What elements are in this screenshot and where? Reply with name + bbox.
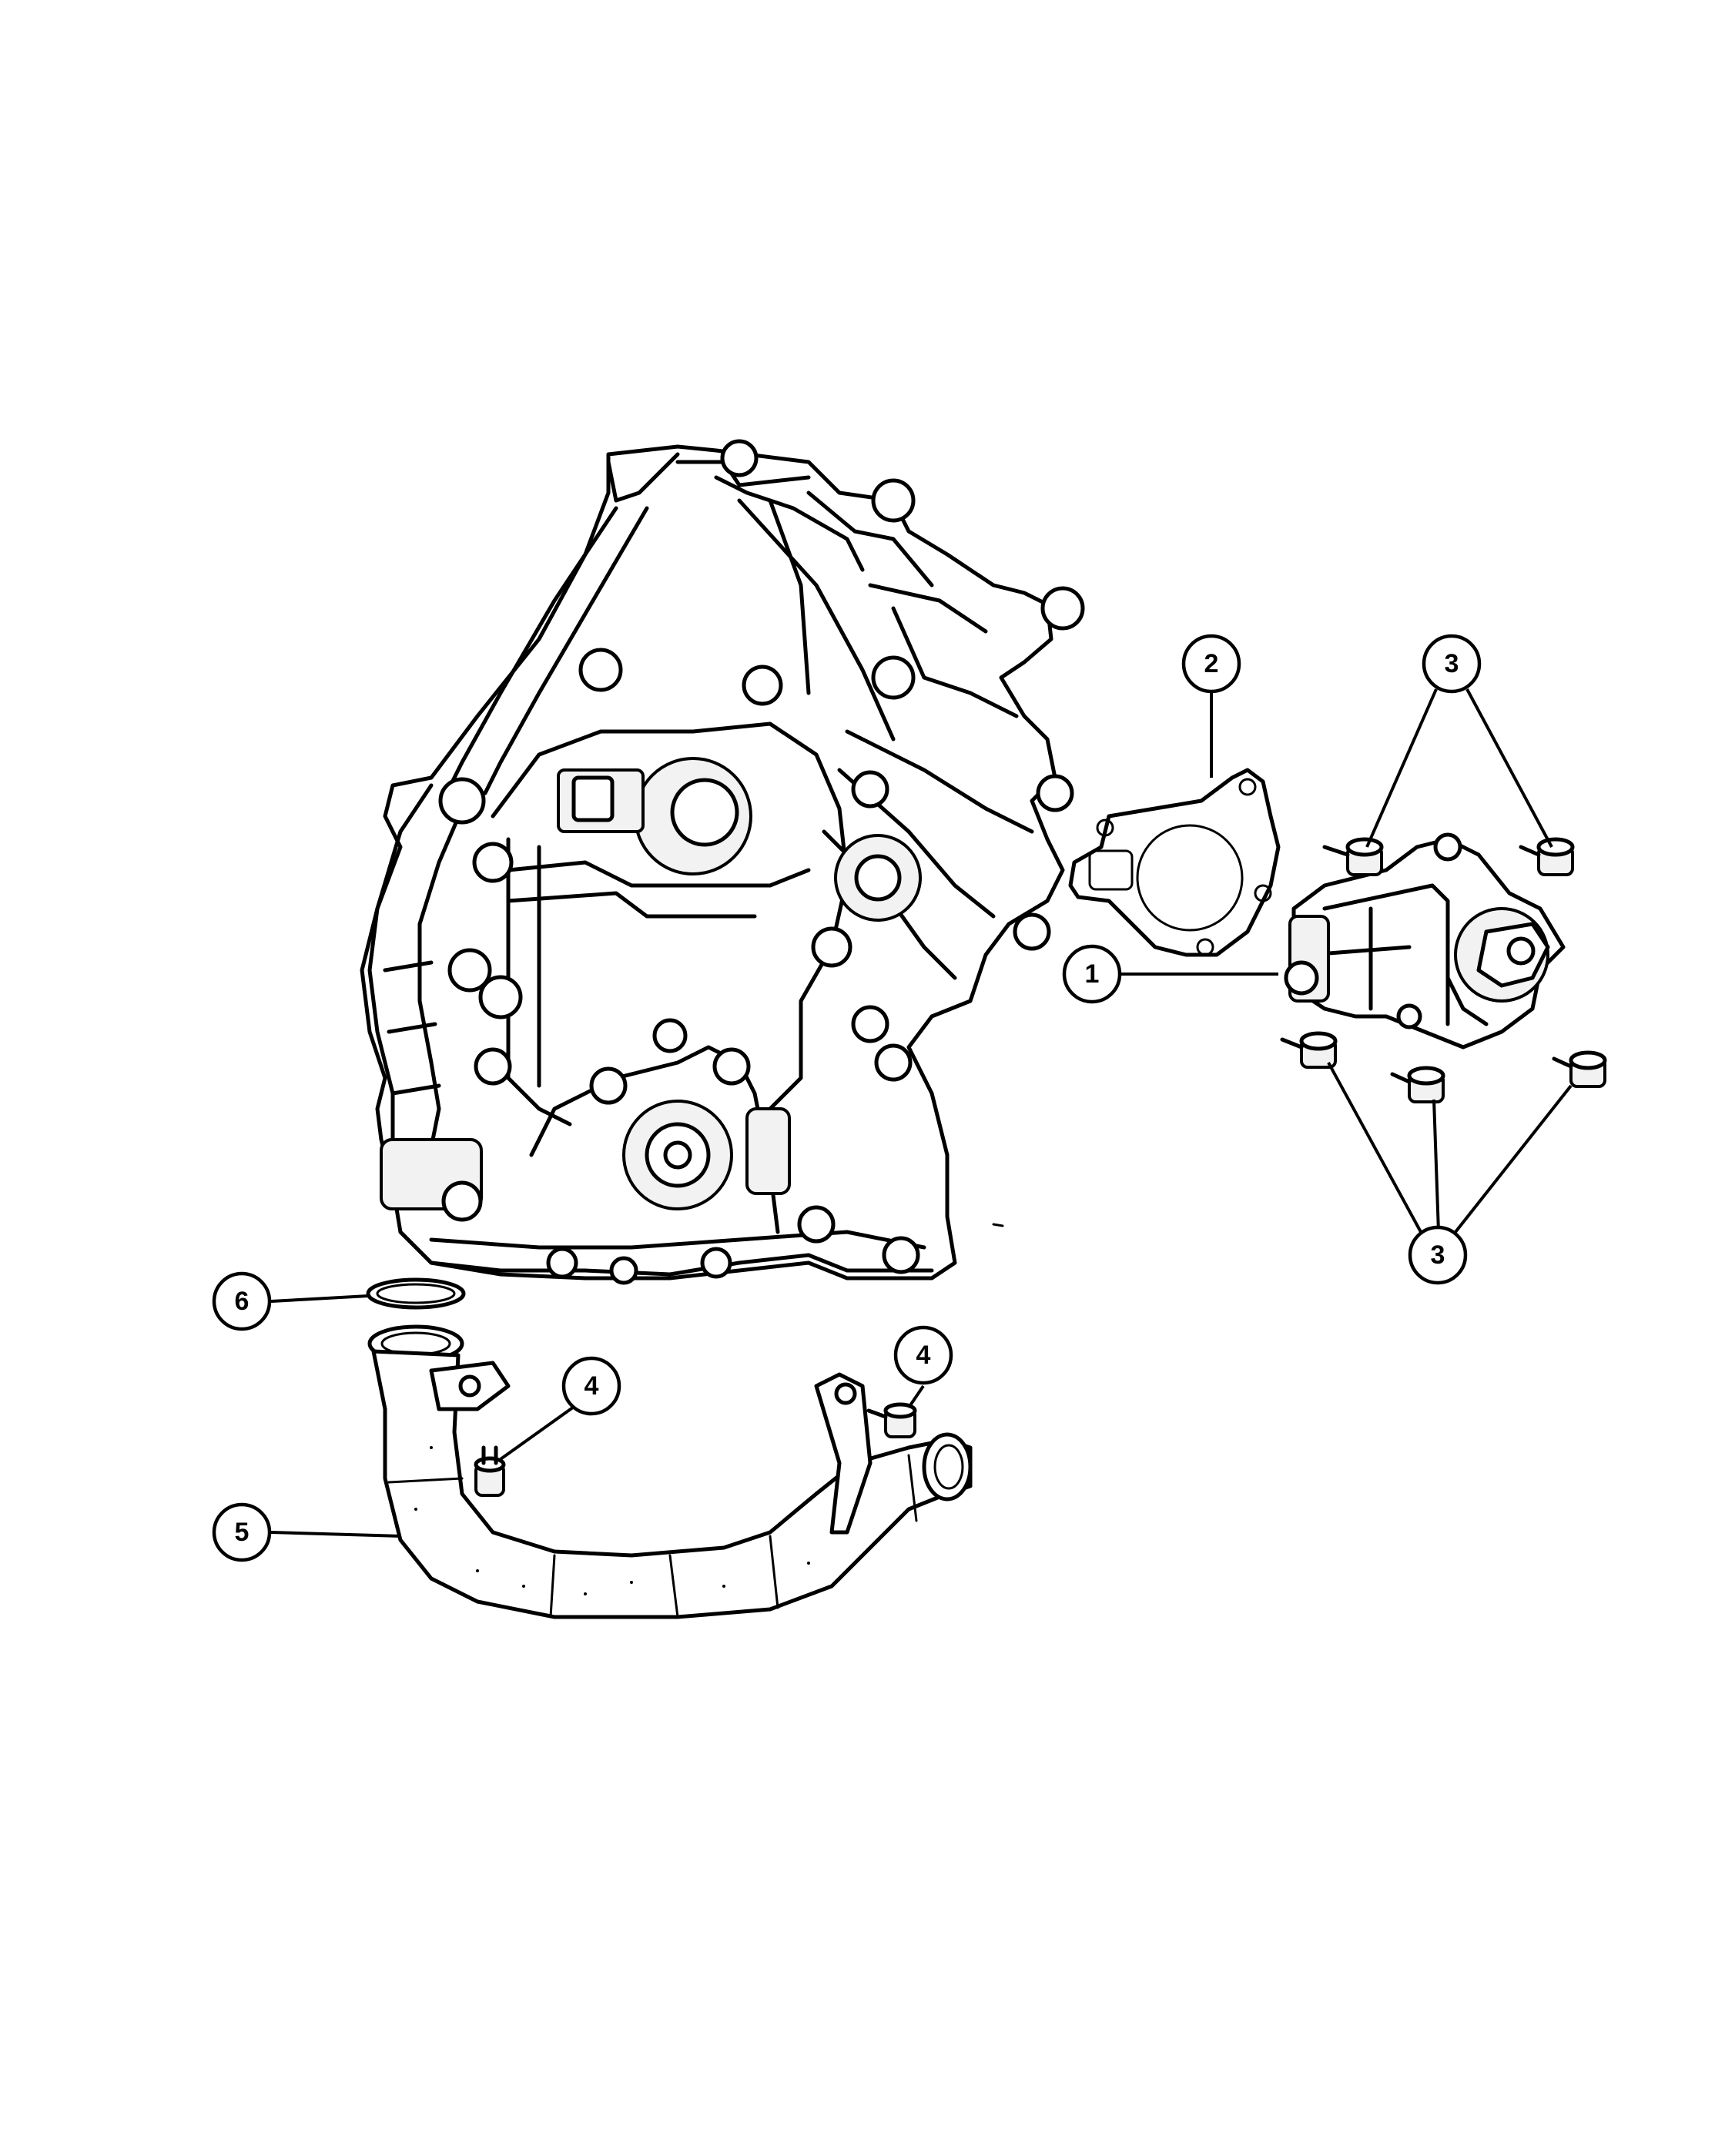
stray-mark xyxy=(992,1223,1004,1227)
callout-5: 5 xyxy=(212,1502,272,1562)
callout-label: 4 xyxy=(584,1371,599,1401)
callout-1: 1 xyxy=(1062,944,1122,1004)
bolt-icon xyxy=(1280,1031,1338,1069)
bolt-icon xyxy=(1322,837,1384,876)
callout-4-right: 4 xyxy=(893,1325,953,1385)
callout-3-top: 3 xyxy=(1422,634,1482,694)
timing-cover xyxy=(360,439,1085,1285)
callout-3-bottom: 3 xyxy=(1408,1225,1468,1285)
tube-bolts xyxy=(474,1402,917,1497)
callout-label: 3 xyxy=(1445,649,1459,678)
casting-speckles xyxy=(414,1446,810,1595)
callout-label: 6 xyxy=(235,1287,250,1316)
callout-2: 2 xyxy=(1181,634,1241,694)
callout-label: 2 xyxy=(1204,649,1219,678)
callout-label: 3 xyxy=(1431,1240,1445,1270)
bolt-icon xyxy=(866,1402,917,1438)
bolt-icon xyxy=(474,1445,506,1497)
callout-4-left: 4 xyxy=(561,1356,621,1416)
bolt-icon xyxy=(1519,837,1575,876)
callout-label: 4 xyxy=(916,1341,931,1370)
callout-label: 5 xyxy=(235,1518,250,1547)
coolant-tube xyxy=(367,1324,973,1619)
bolt-icon xyxy=(1390,1066,1445,1103)
bolt-icon xyxy=(1552,1050,1607,1088)
callout-label: 1 xyxy=(1085,959,1100,989)
pump-bolts xyxy=(1280,837,1607,1103)
leader-lines xyxy=(270,688,1573,1538)
callout-6: 6 xyxy=(212,1271,272,1331)
water-pump xyxy=(1284,832,1566,1050)
o-ring xyxy=(366,1277,466,1310)
cover-bolt-bosses xyxy=(438,439,1085,1285)
water-pump-gasket xyxy=(1068,768,1281,957)
